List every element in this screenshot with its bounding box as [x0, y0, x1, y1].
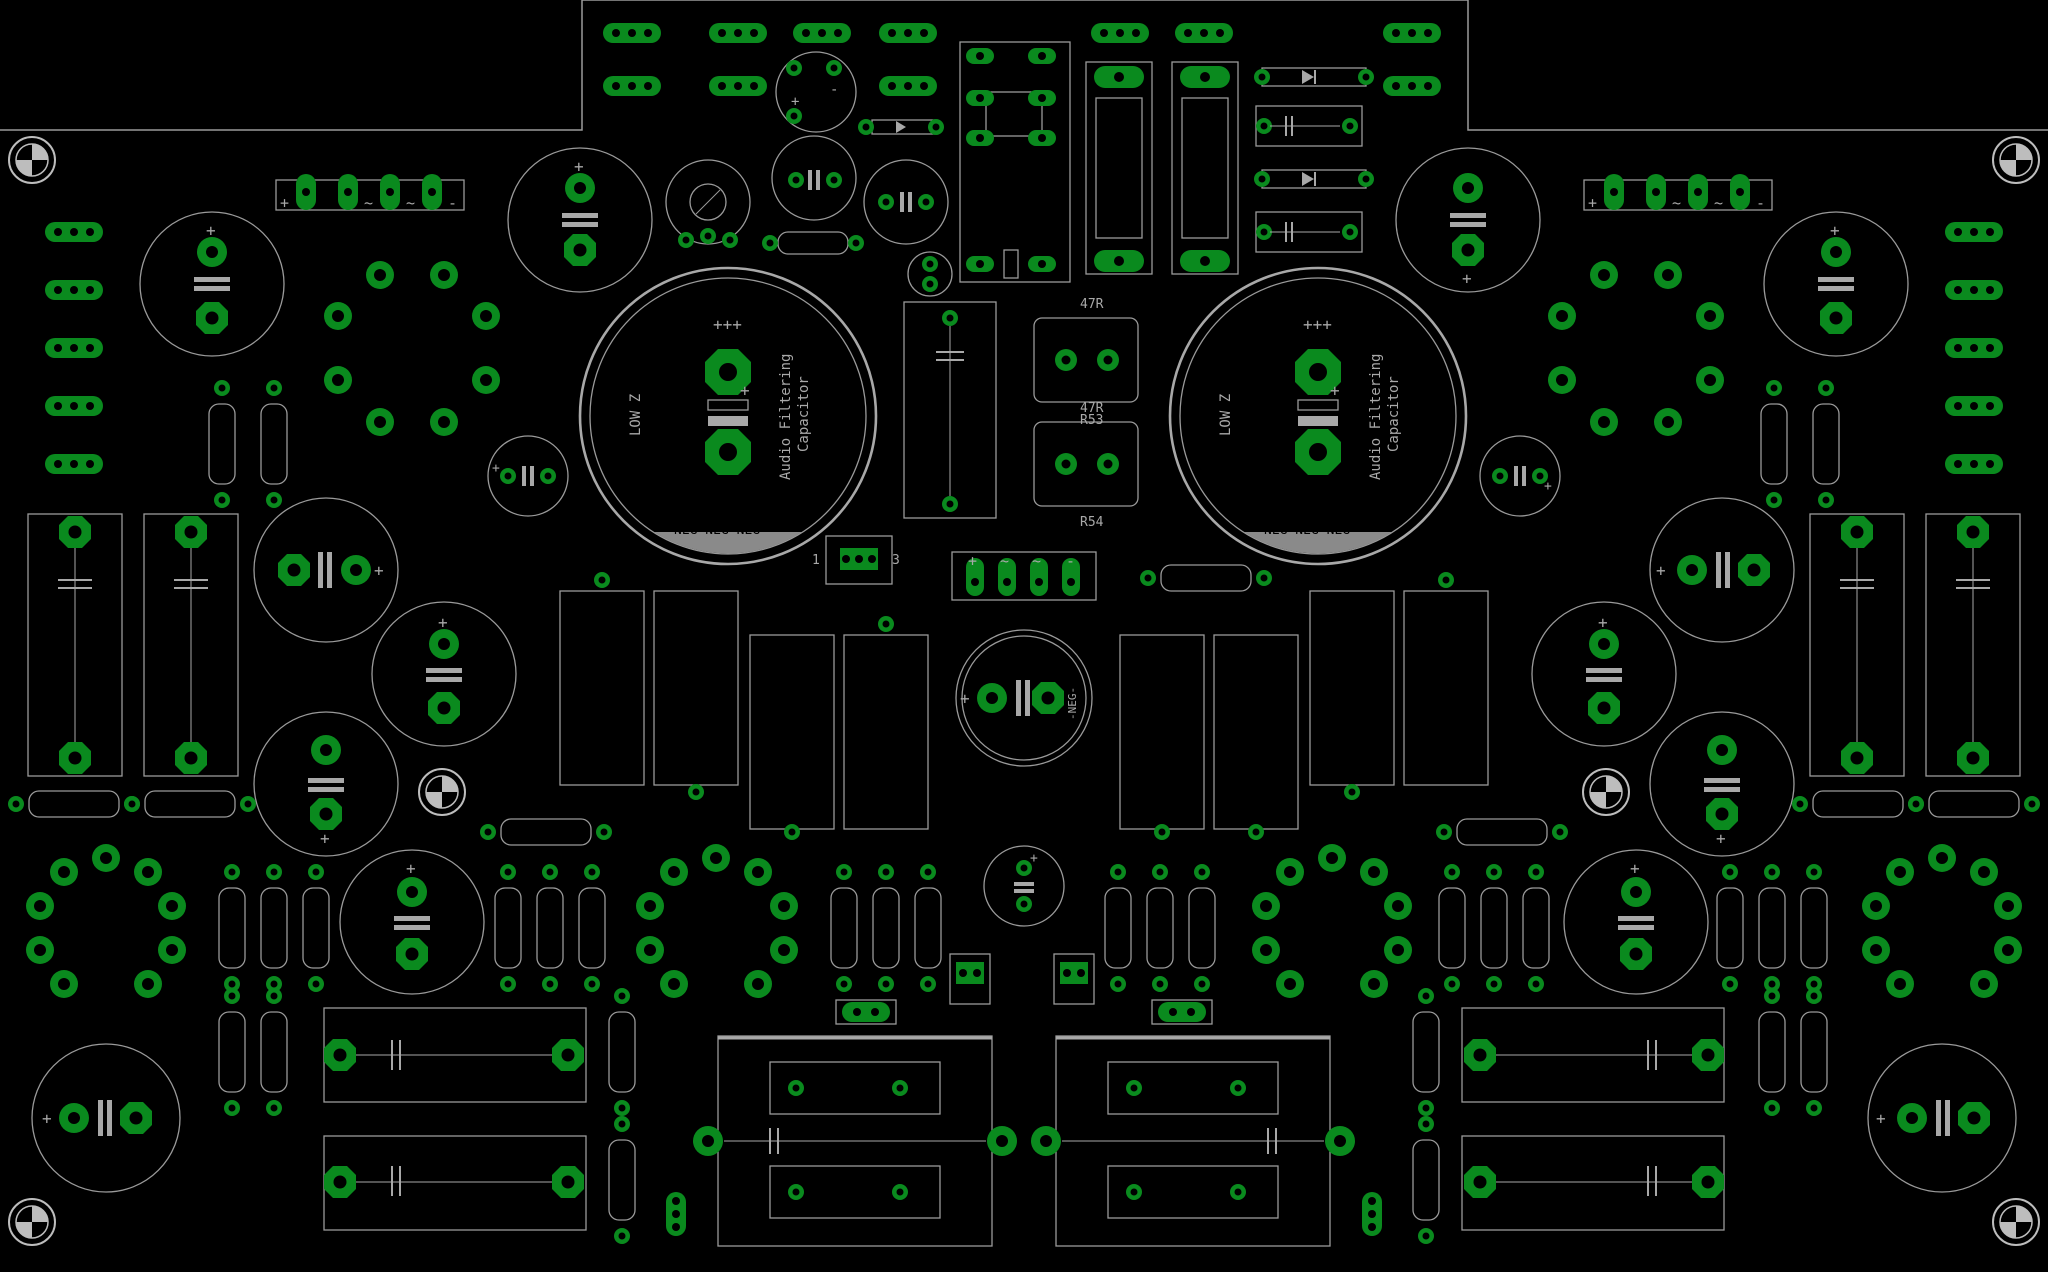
- svg-text:~: ~: [1672, 194, 1681, 212]
- svg-text:+: +: [1588, 194, 1597, 212]
- svg-text:-: -: [1756, 194, 1765, 212]
- mounting-hole-icon: [8, 1198, 56, 1246]
- transistor-outlines: [559, 572, 1489, 840]
- diodes-top-right: [1254, 67, 1374, 253]
- resistors-upper: [209, 380, 1839, 508]
- resistor-r53: 47R 47R: [1033, 297, 1139, 416]
- small-cap-top: + -: [775, 51, 857, 133]
- svg-text:+: +: [574, 157, 584, 176]
- svg-text:+: +: [1030, 851, 1038, 866]
- bridge-header-right: + ~ ~ -: [1583, 174, 1773, 212]
- svg-text:+: +: [320, 829, 330, 848]
- svg-text:-: -: [1066, 552, 1075, 570]
- svg-text:+: +: [206, 221, 216, 240]
- svg-text:LOW Z: LOW Z: [628, 394, 644, 436]
- svg-text:+: +: [492, 461, 500, 476]
- electrolytic-caps-middle: + + + + + +: [253, 497, 1795, 857]
- film-cap-center: [903, 301, 997, 519]
- svg-text:47R: 47R: [1080, 401, 1104, 416]
- electrolytic-caps-upper: + + + +: [139, 147, 1909, 357]
- filter-capacitor-left: +++ + LOW Z Audio Filtering Capacitor NE…: [578, 266, 878, 566]
- small-caps-mid: + +: [487, 435, 1561, 517]
- transistor-pads-upper: [324, 261, 1724, 436]
- output-stage-right: [1031, 1035, 1355, 1247]
- svg-text:+: +: [280, 194, 289, 212]
- svg-text:+: +: [438, 613, 448, 632]
- svg-text:R54: R54: [1080, 515, 1104, 530]
- svg-text:-: -: [830, 82, 838, 98]
- svg-text:+: +: [1598, 613, 1608, 632]
- side-headers-right: [1945, 222, 2003, 474]
- svg-text:+: +: [1716, 829, 1726, 848]
- filter-capacitor-right: +++ + LOW Z Audio Filtering Capacitor NE…: [1168, 266, 1468, 566]
- svg-text:1: 1: [812, 553, 820, 568]
- svg-text:-: -: [448, 194, 457, 212]
- bridge-header-center: + ~ ~ -: [951, 551, 1097, 601]
- side-headers-left: [45, 222, 103, 474]
- diode-top: [858, 119, 944, 135]
- mounting-hole-icon: [8, 136, 56, 184]
- svg-text:~: ~: [1032, 552, 1041, 570]
- mounting-hole-icon: [1992, 1198, 2040, 1246]
- svg-text:+: +: [374, 561, 384, 580]
- resistor-r54: R53 R54: [1033, 413, 1139, 530]
- svg-text:+: +: [1876, 1109, 1886, 1128]
- svg-text:Audio Filtering: Audio Filtering: [1368, 354, 1384, 480]
- mounting-hole-icon: [418, 768, 466, 816]
- film-caps-lower: [323, 1007, 1725, 1231]
- trimmer-potentiometer: [665, 159, 751, 248]
- led-indicators: [835, 953, 1213, 1025]
- svg-text:NEG-NEG-NEG: NEG-NEG-NEG: [1264, 523, 1350, 538]
- svg-text:+: +: [1330, 381, 1340, 400]
- svg-text:~: ~: [1000, 552, 1009, 570]
- header-bottom-right: [1362, 1192, 1382, 1236]
- svg-text:Capacitor: Capacitor: [1386, 376, 1402, 452]
- svg-text:+: +: [1656, 561, 1666, 580]
- connector-3pin: 1 3: [812, 535, 900, 585]
- svg-text:~: ~: [364, 194, 373, 212]
- svg-text:+: +: [740, 381, 750, 400]
- electrolytic-caps-lower: + + + + +: [31, 845, 2017, 1193]
- output-stage-left: [693, 1035, 1017, 1247]
- svg-text:+++: +++: [1303, 315, 1332, 334]
- top-connector-headers: [603, 23, 1441, 96]
- svg-text:+: +: [791, 94, 799, 110]
- svg-text:47R: 47R: [1080, 297, 1104, 312]
- svg-text:~: ~: [1714, 194, 1723, 212]
- svg-text:+: +: [1462, 269, 1472, 288]
- svg-text:+: +: [960, 689, 970, 708]
- resistor-banks-lower: [219, 864, 1827, 1244]
- svg-text:+++: +++: [713, 315, 742, 334]
- svg-text:-NEG-: -NEG-: [1066, 687, 1079, 720]
- film-caps-side-right: [1809, 513, 2021, 777]
- film-caps-side-left: [27, 513, 239, 777]
- svg-text:3: 3: [892, 553, 900, 568]
- svg-text:LOW Z: LOW Z: [1218, 394, 1234, 436]
- svg-text:NEG-NEG-NEG: NEG-NEG-NEG: [674, 523, 760, 538]
- svg-text:Capacitor: Capacitor: [796, 376, 812, 452]
- svg-text:+: +: [1830, 221, 1840, 240]
- svg-text:+: +: [406, 859, 416, 878]
- mounting-hole-icon: [1582, 768, 1630, 816]
- center-electrolytic-cap: + -NEG-: [955, 629, 1093, 767]
- svg-text:+: +: [1544, 479, 1552, 494]
- board-outline: [0, 0, 2048, 131]
- fuse-holders: [1085, 61, 1239, 275]
- resistor-horizontal: [1140, 565, 1272, 591]
- small-caps-top-middle: [762, 135, 953, 297]
- svg-text:Audio Filtering: Audio Filtering: [778, 354, 794, 480]
- mounting-hole-icon: [1992, 136, 2040, 184]
- svg-text:R53: R53: [1080, 413, 1103, 428]
- header-bottom-left: [666, 1192, 686, 1236]
- svg-text:+: +: [968, 552, 977, 570]
- svg-text:+: +: [1630, 859, 1640, 878]
- relay: [959, 41, 1071, 283]
- bridge-header-left: + ~ ~ -: [275, 174, 465, 212]
- svg-text:~: ~: [406, 194, 415, 212]
- svg-text:+: +: [42, 1109, 52, 1128]
